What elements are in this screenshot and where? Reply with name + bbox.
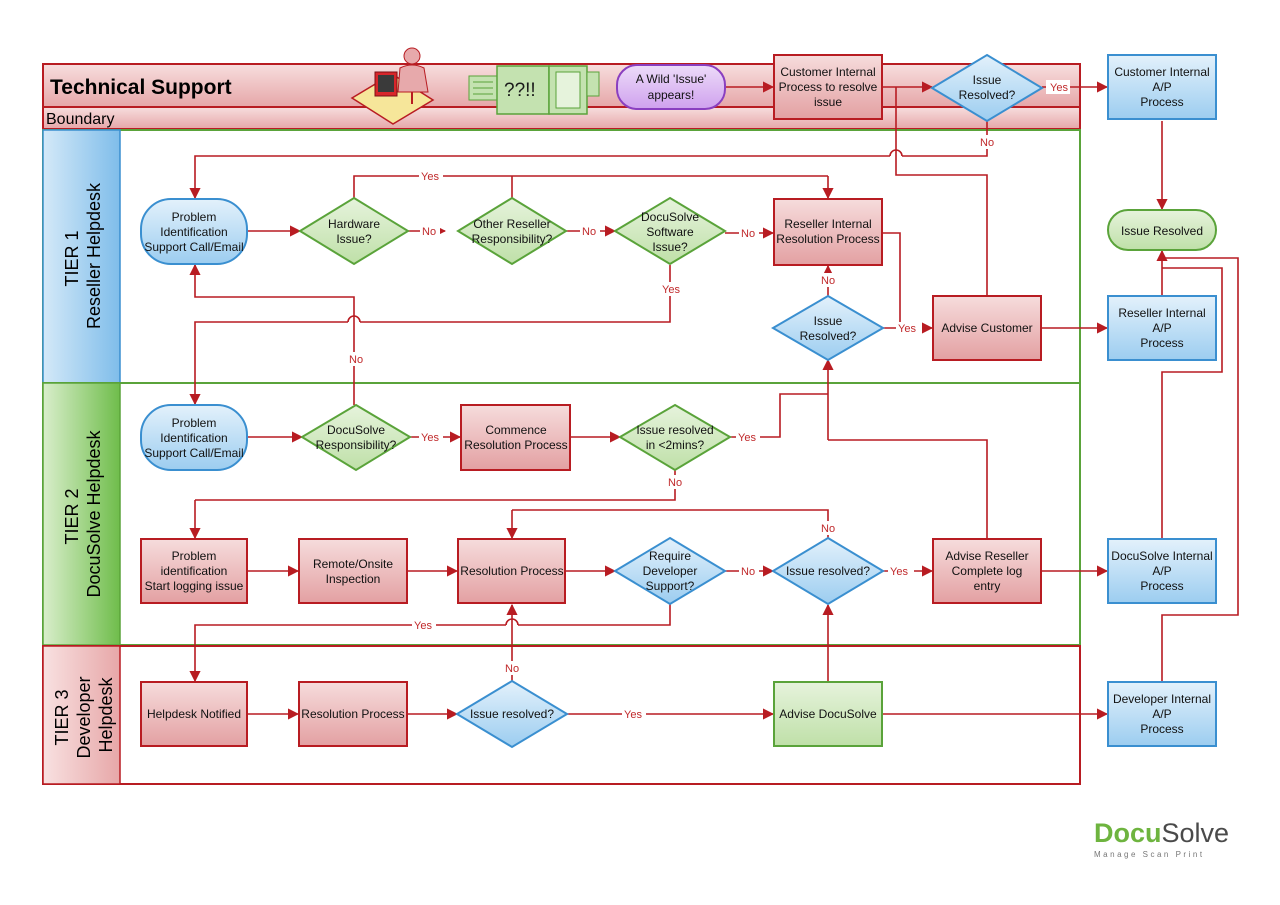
label-yes: Yes [738, 432, 756, 444]
svg-text:Issue Resolved: Issue Resolved [1121, 224, 1203, 238]
node-issue-resolved-final: Issue Resolved [1107, 209, 1217, 251]
label-no: No [505, 663, 519, 675]
tier3-lane-header [42, 645, 121, 785]
label-no: No [821, 275, 835, 287]
label-yes: Yes [421, 171, 439, 183]
label-no: No [821, 523, 835, 535]
tier2-lane-header [42, 382, 121, 646]
computer-icon [468, 65, 600, 115]
tier1-lane-label: TIER 1 Reseller Helpdesk [62, 182, 104, 329]
tier3-lane-label: TIER 3 Developer Helpdesk [52, 671, 116, 758]
svg-text:Helpdesk Notified: Helpdesk Notified [147, 707, 241, 721]
node-t2-resolution-process: Resolution Process [457, 538, 566, 604]
tier2-lane-label: TIER 2 DocuSolve Helpdesk [62, 429, 104, 597]
label-yes: Yes [662, 284, 680, 296]
label-no: No [349, 354, 363, 366]
page-title: Technical Support [50, 76, 232, 99]
svg-text:Resolution Process: Resolution Process [301, 707, 404, 721]
node-t3-resolution-process: Resolution Process [298, 681, 408, 747]
logo-docu: Docu [1094, 818, 1162, 848]
node-advise-docusolve: Advise DocuSolve [773, 681, 883, 747]
logo-tagline: Manage Scan Print [1094, 850, 1205, 859]
svg-text:Issue resolved?: Issue resolved? [470, 707, 554, 721]
label-no: No [582, 226, 596, 238]
svg-text:Resolution Process: Resolution Process [460, 564, 563, 578]
label-yes: Yes [624, 709, 642, 721]
label-yes: Yes [414, 620, 432, 632]
decision-t2-issue-resolved: Issue resolved? [771, 536, 885, 606]
svg-text:Advise DocuSolve: Advise DocuSolve [779, 707, 877, 721]
label-yes: Yes [421, 432, 439, 444]
label-yes: Yes [890, 566, 908, 578]
tier1-lane-header [42, 129, 121, 384]
label-no: No [422, 226, 436, 238]
label-yes: Yes [1050, 82, 1068, 94]
svg-text:A Wild 'Issue'appears!: A Wild 'Issue'appears! [636, 72, 707, 102]
monitor-text: ??!! [504, 80, 536, 101]
logo-solve: Solve [1161, 818, 1230, 848]
node-advise-customer: Advise Customer [932, 295, 1042, 361]
svg-text:Issue resolved?: Issue resolved? [786, 564, 870, 578]
node-helpdesk-notified: Helpdesk Notified [140, 681, 248, 747]
docusolve-logo: DocuSolve Manage Scan Print [1094, 818, 1244, 863]
boundary-label: Boundary [46, 111, 115, 128]
label-no: No [741, 228, 755, 240]
label-no: No [980, 137, 994, 149]
svg-text:Advise Customer: Advise Customer [941, 321, 1032, 335]
label-no: No [668, 477, 682, 489]
label-no: No [741, 566, 755, 578]
node-wild-issue: A Wild 'Issue'appears! [616, 64, 726, 110]
label-yes: Yes [898, 323, 916, 335]
edge-labels: Yes No Yes No No No Yes No Yes No Yes Ye… [346, 80, 1070, 721]
support-agent-icon [350, 47, 435, 125]
decision-t3-issue-resolved: Issue resolved? [455, 679, 569, 749]
